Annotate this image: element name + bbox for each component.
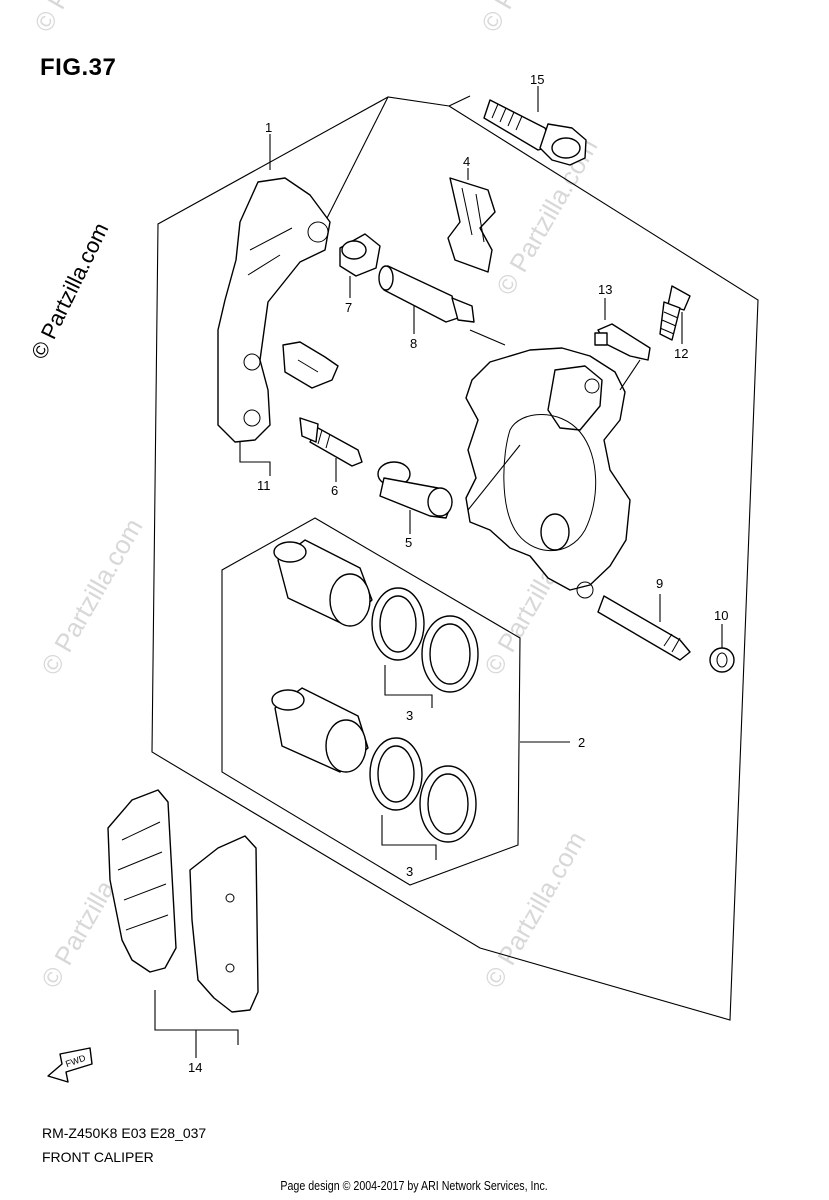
callout-9: 9 xyxy=(656,576,663,591)
piston-lower xyxy=(271,687,369,773)
callout-3a: 3 xyxy=(406,708,413,723)
bolt xyxy=(483,99,587,166)
slide-pin-lower xyxy=(299,417,363,467)
callout-6: 6 xyxy=(331,483,338,498)
seal-lower-b xyxy=(419,765,477,843)
piston-subframe xyxy=(221,517,521,886)
sleeve-bolt xyxy=(377,461,453,519)
seal-upper-b xyxy=(421,615,479,693)
pin-plug xyxy=(709,647,735,673)
fwd-arrow-icon: FWD xyxy=(47,1047,93,1083)
callout-3b: 3 xyxy=(406,864,413,879)
callout-15: 15 xyxy=(530,72,544,87)
pad-spring xyxy=(447,177,496,273)
callout-5: 5 xyxy=(405,535,412,550)
figure-title: FIG.37 xyxy=(40,54,117,81)
callout-14: 14 xyxy=(188,1060,202,1075)
seal-lower-a xyxy=(369,737,423,811)
callout-2: 2 xyxy=(578,735,585,750)
callout-13: 13 xyxy=(598,282,612,297)
copyright-text: Page design © 2004-2017 by ARI Network S… xyxy=(280,1178,549,1193)
assembly-frame xyxy=(151,96,759,1021)
diagram-caption: FRONT CALIPER xyxy=(42,1149,154,1165)
callout-7: 7 xyxy=(345,300,352,315)
seal-upper-a xyxy=(371,587,425,661)
caliper-bracket xyxy=(217,177,331,443)
model-code: RM-Z450K8 E03 E28_037 xyxy=(42,1125,207,1141)
callout-8: 8 xyxy=(410,336,417,351)
callout-11: 11 xyxy=(257,478,271,493)
callout-1: 1 xyxy=(265,120,272,135)
pad-pin xyxy=(597,595,691,661)
bracket-clip xyxy=(282,341,339,389)
slide-pin-upper xyxy=(378,265,475,323)
boot xyxy=(339,233,381,277)
callout-10: 10 xyxy=(714,608,728,623)
copyright-footer: Page design © 2004-2017 by ARI Network S… xyxy=(0,1178,829,1193)
callout-12: 12 xyxy=(674,346,688,361)
caliper-body xyxy=(465,347,631,599)
hose-guide xyxy=(594,323,651,361)
bleeder-valve xyxy=(659,285,691,341)
brake-pad-a xyxy=(107,789,177,973)
brake-pad-b xyxy=(189,835,259,1013)
callout-4: 4 xyxy=(463,154,470,169)
piston-upper xyxy=(273,539,373,627)
